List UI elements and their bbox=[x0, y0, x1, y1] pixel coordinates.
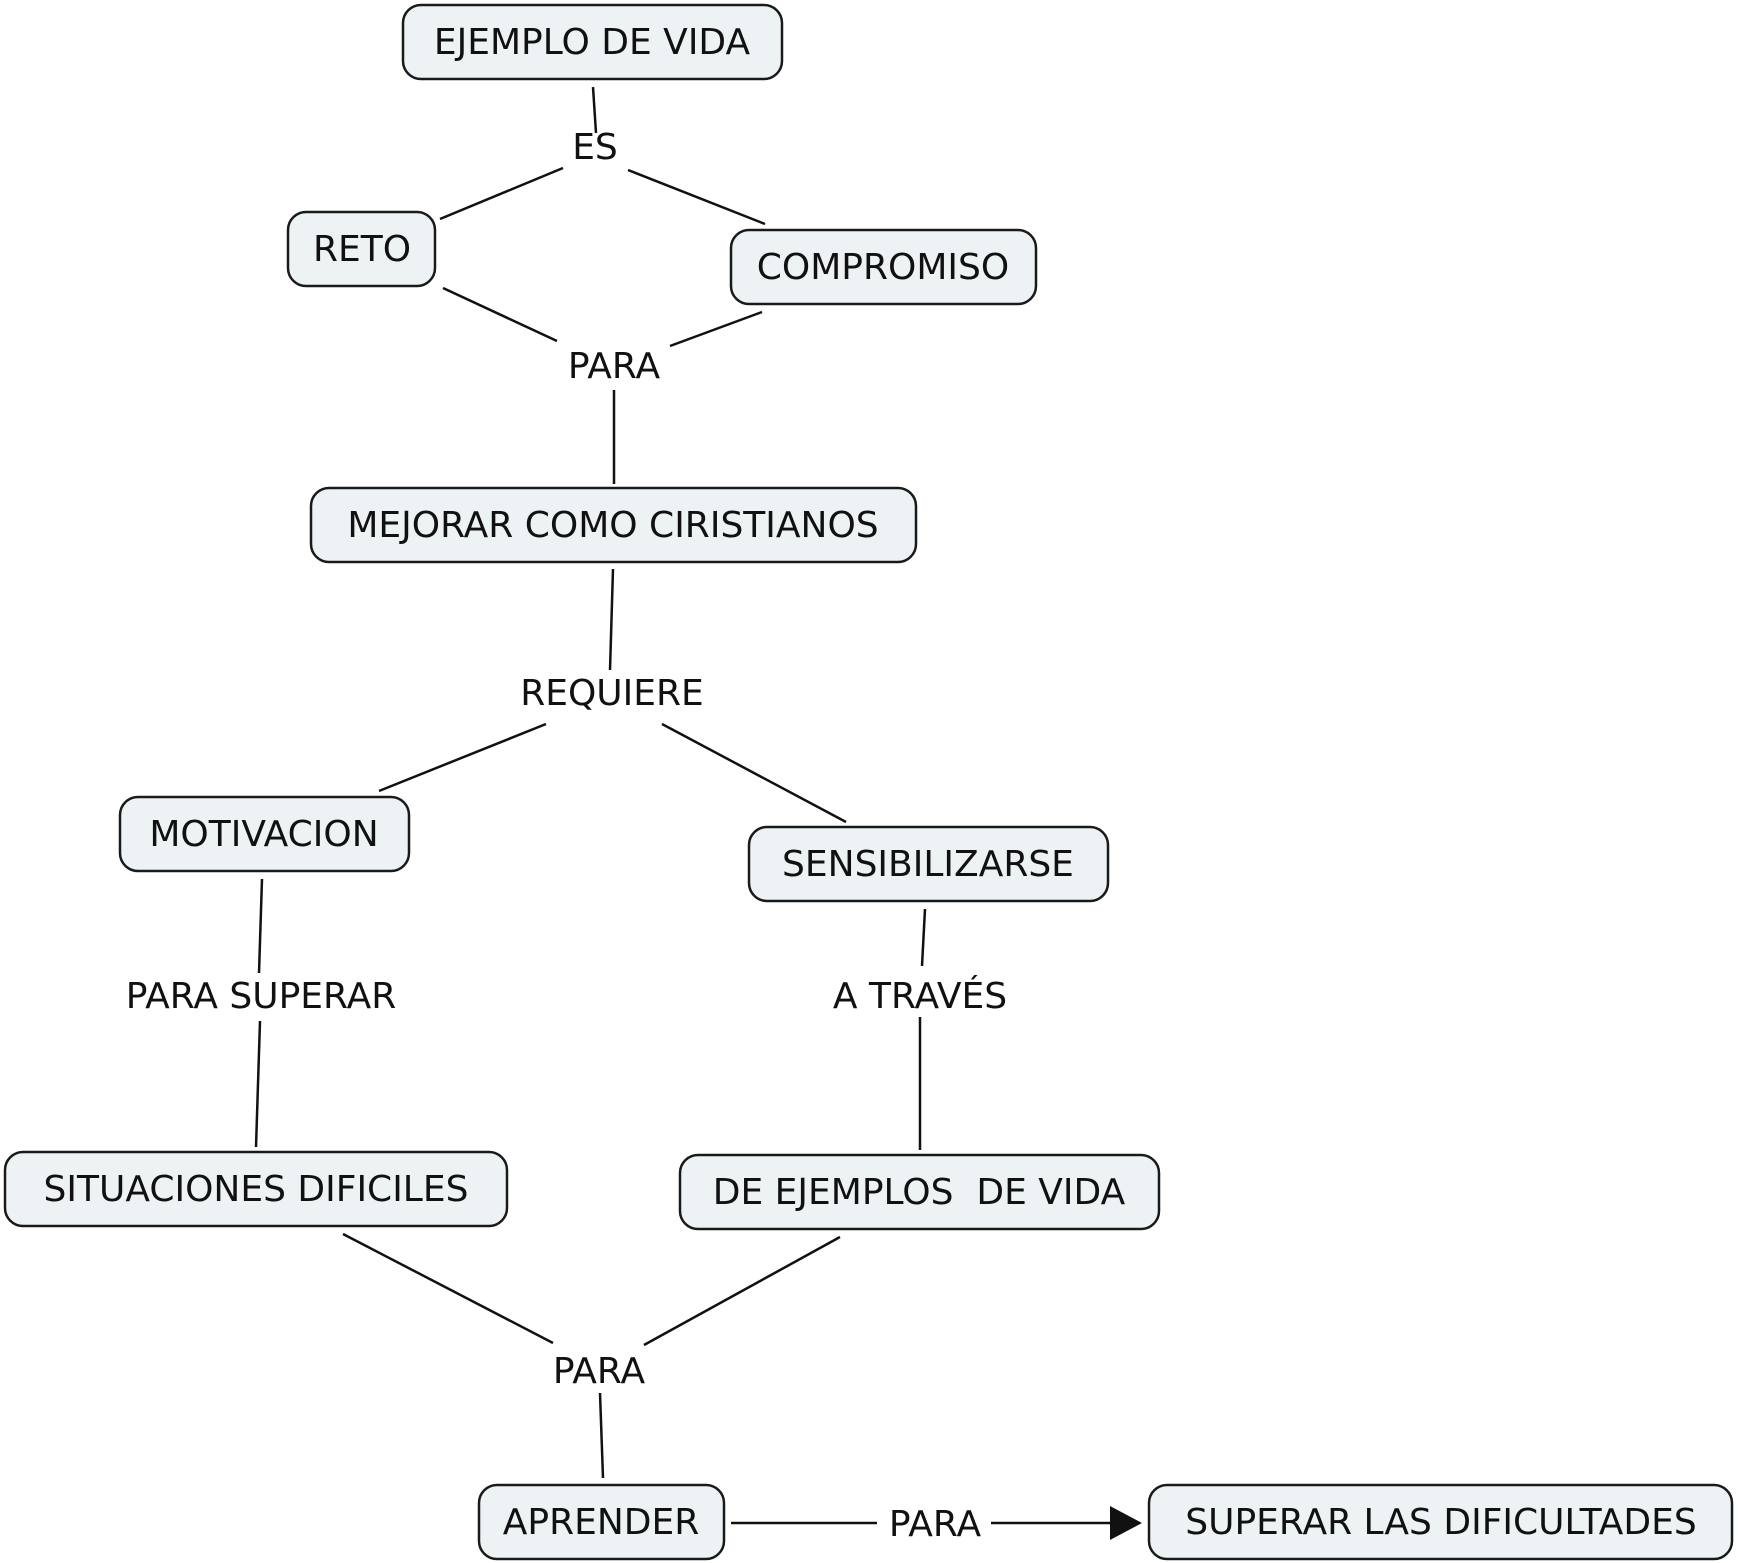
concept-aprender-label: APRENDER bbox=[503, 1502, 700, 1543]
concept-aprender[interactable]: APRENDER bbox=[477, 1483, 726, 1561]
link-para-superar: PARA SUPERAR bbox=[126, 976, 397, 1017]
concept-de-ejemplos-label: DE EJEMPLOS DE VIDA bbox=[713, 1172, 1126, 1213]
concept-reto[interactable]: RETO bbox=[286, 210, 437, 288]
link-requiere: REQUIERE bbox=[520, 673, 704, 714]
edge-compromiso-para bbox=[669, 310, 763, 348]
edge-mejorar-requiere bbox=[608, 568, 615, 671]
concept-motivacion[interactable]: MOTIVACION bbox=[118, 795, 411, 873]
link-a-traves: A TRAVÉS bbox=[833, 975, 1007, 1017]
edge-es-compromiso bbox=[627, 168, 766, 226]
edge-situaciones-para bbox=[342, 1232, 554, 1345]
link-es: ES bbox=[572, 127, 618, 168]
edge-es-reto bbox=[439, 166, 564, 221]
edge-ejemplo-es bbox=[591, 86, 598, 134]
link-para-2: PARA bbox=[553, 1351, 646, 1392]
connectors bbox=[254, 86, 1142, 1540]
link-para-1: PARA bbox=[568, 346, 661, 387]
concept-mejorar[interactable]: MEJORAR COMO CIRISTIANOS bbox=[309, 486, 918, 564]
concept-sensibilizarse[interactable]: SENSIBILIZARSE bbox=[747, 825, 1110, 903]
concept-reto-label: RETO bbox=[313, 229, 411, 270]
arrowhead-icon bbox=[1110, 1506, 1142, 1540]
concept-compromiso[interactable]: COMPROMISO bbox=[729, 228, 1038, 306]
linking-phrases: ES PARA REQUIERE PARA SUPERAR A TRAVÉS P… bbox=[126, 127, 1007, 1545]
concept-ejemplo-de-vida[interactable]: EJEMPLO DE VIDA bbox=[401, 3, 784, 81]
edge-para-aprender bbox=[598, 1392, 605, 1479]
link-para-3: PARA bbox=[889, 1504, 982, 1545]
concept-sensibilizarse-label: SENSIBILIZARSE bbox=[782, 844, 1074, 885]
edge-sensibilizarse-atraves bbox=[920, 908, 927, 967]
concept-ejemplo-de-vida-label: EJEMPLO DE VIDA bbox=[434, 22, 751, 63]
concept-superar-dificultades-label: SUPERAR LAS DIFICULTADES bbox=[1185, 1502, 1697, 1543]
concept-situaciones-label: SITUACIONES DIFICILES bbox=[44, 1169, 469, 1210]
concept-superar-dificultades[interactable]: SUPERAR LAS DIFICULTADES bbox=[1147, 1483, 1734, 1561]
concept-mejorar-label: MEJORAR COMO CIRISTIANOS bbox=[347, 505, 878, 546]
concept-de-ejemplos[interactable]: DE EJEMPLOS DE VIDA bbox=[678, 1153, 1161, 1231]
edge-motivacion-parasuperar bbox=[257, 878, 264, 974]
concept-situaciones[interactable]: SITUACIONES DIFICILES bbox=[3, 1150, 509, 1228]
edge-reto-para bbox=[442, 286, 558, 343]
concept-compromiso-label: COMPROMISO bbox=[757, 247, 1009, 288]
edge-deejemplos-para bbox=[643, 1235, 841, 1347]
edge-requiere-motivacion bbox=[378, 722, 547, 793]
edge-requiere-sensibilizarse bbox=[661, 722, 847, 824]
edge-parasuperar-situaciones bbox=[254, 1020, 262, 1148]
concept-motivacion-label: MOTIVACION bbox=[149, 814, 378, 855]
